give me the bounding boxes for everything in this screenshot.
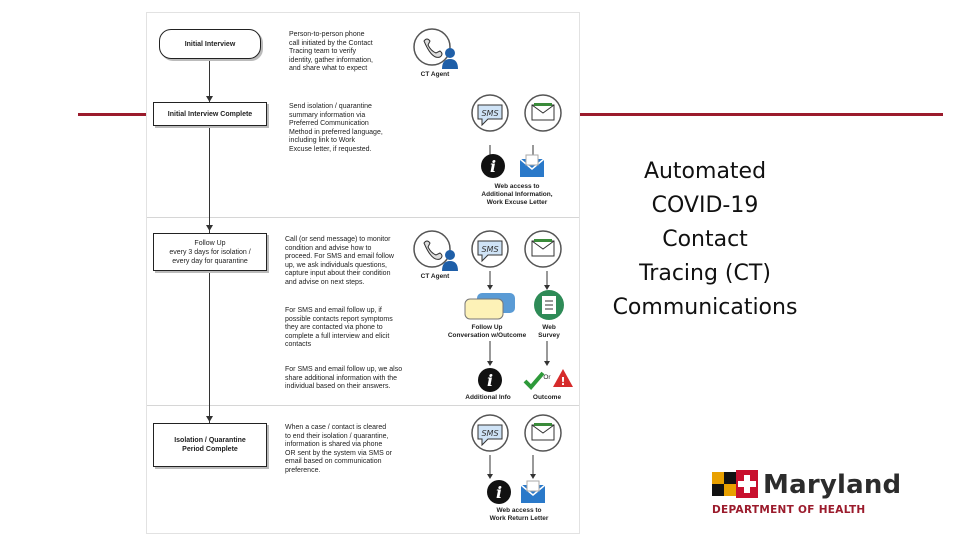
section-divider xyxy=(147,405,579,406)
email-icon xyxy=(523,229,563,269)
additional-info-caption: Additional Info xyxy=(465,394,511,401)
survey-icon xyxy=(533,289,565,321)
right-accent-rule xyxy=(578,113,943,116)
step-initial-interview: Initial Interview xyxy=(159,29,261,59)
maryland-logo-text: Maryland xyxy=(763,470,902,500)
outcome-caption: Outcome xyxy=(532,394,562,401)
phone-agent-icon xyxy=(412,27,460,71)
ct-agent-caption: CT Agent xyxy=(420,273,450,280)
ct-agent-caption: CT Agent xyxy=(420,71,450,78)
mail-letter-icon xyxy=(519,479,547,505)
step-description: Send isolation / quarantine summary info… xyxy=(289,103,383,153)
phone-agent-icon xyxy=(412,229,460,273)
svg-text:i: i xyxy=(487,371,493,390)
web-access-caption: Web access to Work Return Letter xyxy=(489,507,549,522)
warning-icon: ! xyxy=(552,368,574,388)
step-follow-up: Follow Up every 3 days for isolation / e… xyxy=(153,233,267,271)
chat-icon xyxy=(463,291,517,323)
step-description: Person-to-person phone call initiated by… xyxy=(289,31,373,73)
section-divider xyxy=(147,217,579,218)
info-icon: i xyxy=(477,367,503,393)
web-survey-caption: Web Survey xyxy=(538,324,560,339)
left-accent-rule xyxy=(78,113,148,116)
info-icon: i xyxy=(480,153,506,179)
step-description: Call (or send message) to monitor condit… xyxy=(285,236,394,286)
info-icon: i xyxy=(486,479,512,505)
svg-text:SMS: SMS xyxy=(481,245,498,254)
follow-up-note: For SMS and email follow up, we also sha… xyxy=(285,366,403,391)
maryland-flag-logo-icon xyxy=(712,466,762,500)
follow-up-conversation-caption: Follow Up Conversation w/Outcome xyxy=(447,324,527,339)
checkmark-icon xyxy=(523,369,545,391)
web-access-caption: Web access to Additional Information, Wo… xyxy=(481,183,553,206)
sms-bubble-icon: SMS xyxy=(470,413,510,453)
department-of-health-text: DEPARTMENT OF HEALTH xyxy=(712,504,866,516)
step-period-complete: Isolation / Quarantine Period Complete xyxy=(153,423,267,467)
step-initial-interview-complete: Initial Interview Complete xyxy=(153,102,267,126)
email-icon xyxy=(523,93,563,133)
step-description: When a case / contact is cleared to end … xyxy=(285,424,392,474)
svg-text:i: i xyxy=(496,483,502,502)
slide-title: Automated COVID-19 Contact Tracing (CT) … xyxy=(612,159,798,320)
flow-diagram-panel: Initial Interview Initial Interview Comp… xyxy=(146,12,580,534)
email-icon xyxy=(523,413,563,453)
svg-text:SMS: SMS xyxy=(481,429,498,438)
svg-text:SMS: SMS xyxy=(481,109,498,118)
svg-text:!: ! xyxy=(560,375,565,388)
follow-up-note: For SMS and email follow up, if possible… xyxy=(285,307,393,349)
svg-text:i: i xyxy=(490,157,496,176)
or-label: Or xyxy=(543,374,551,381)
sms-bubble-icon: SMS xyxy=(470,229,510,269)
mail-letter-icon xyxy=(518,153,546,179)
sms-bubble-icon: SMS xyxy=(470,93,510,133)
